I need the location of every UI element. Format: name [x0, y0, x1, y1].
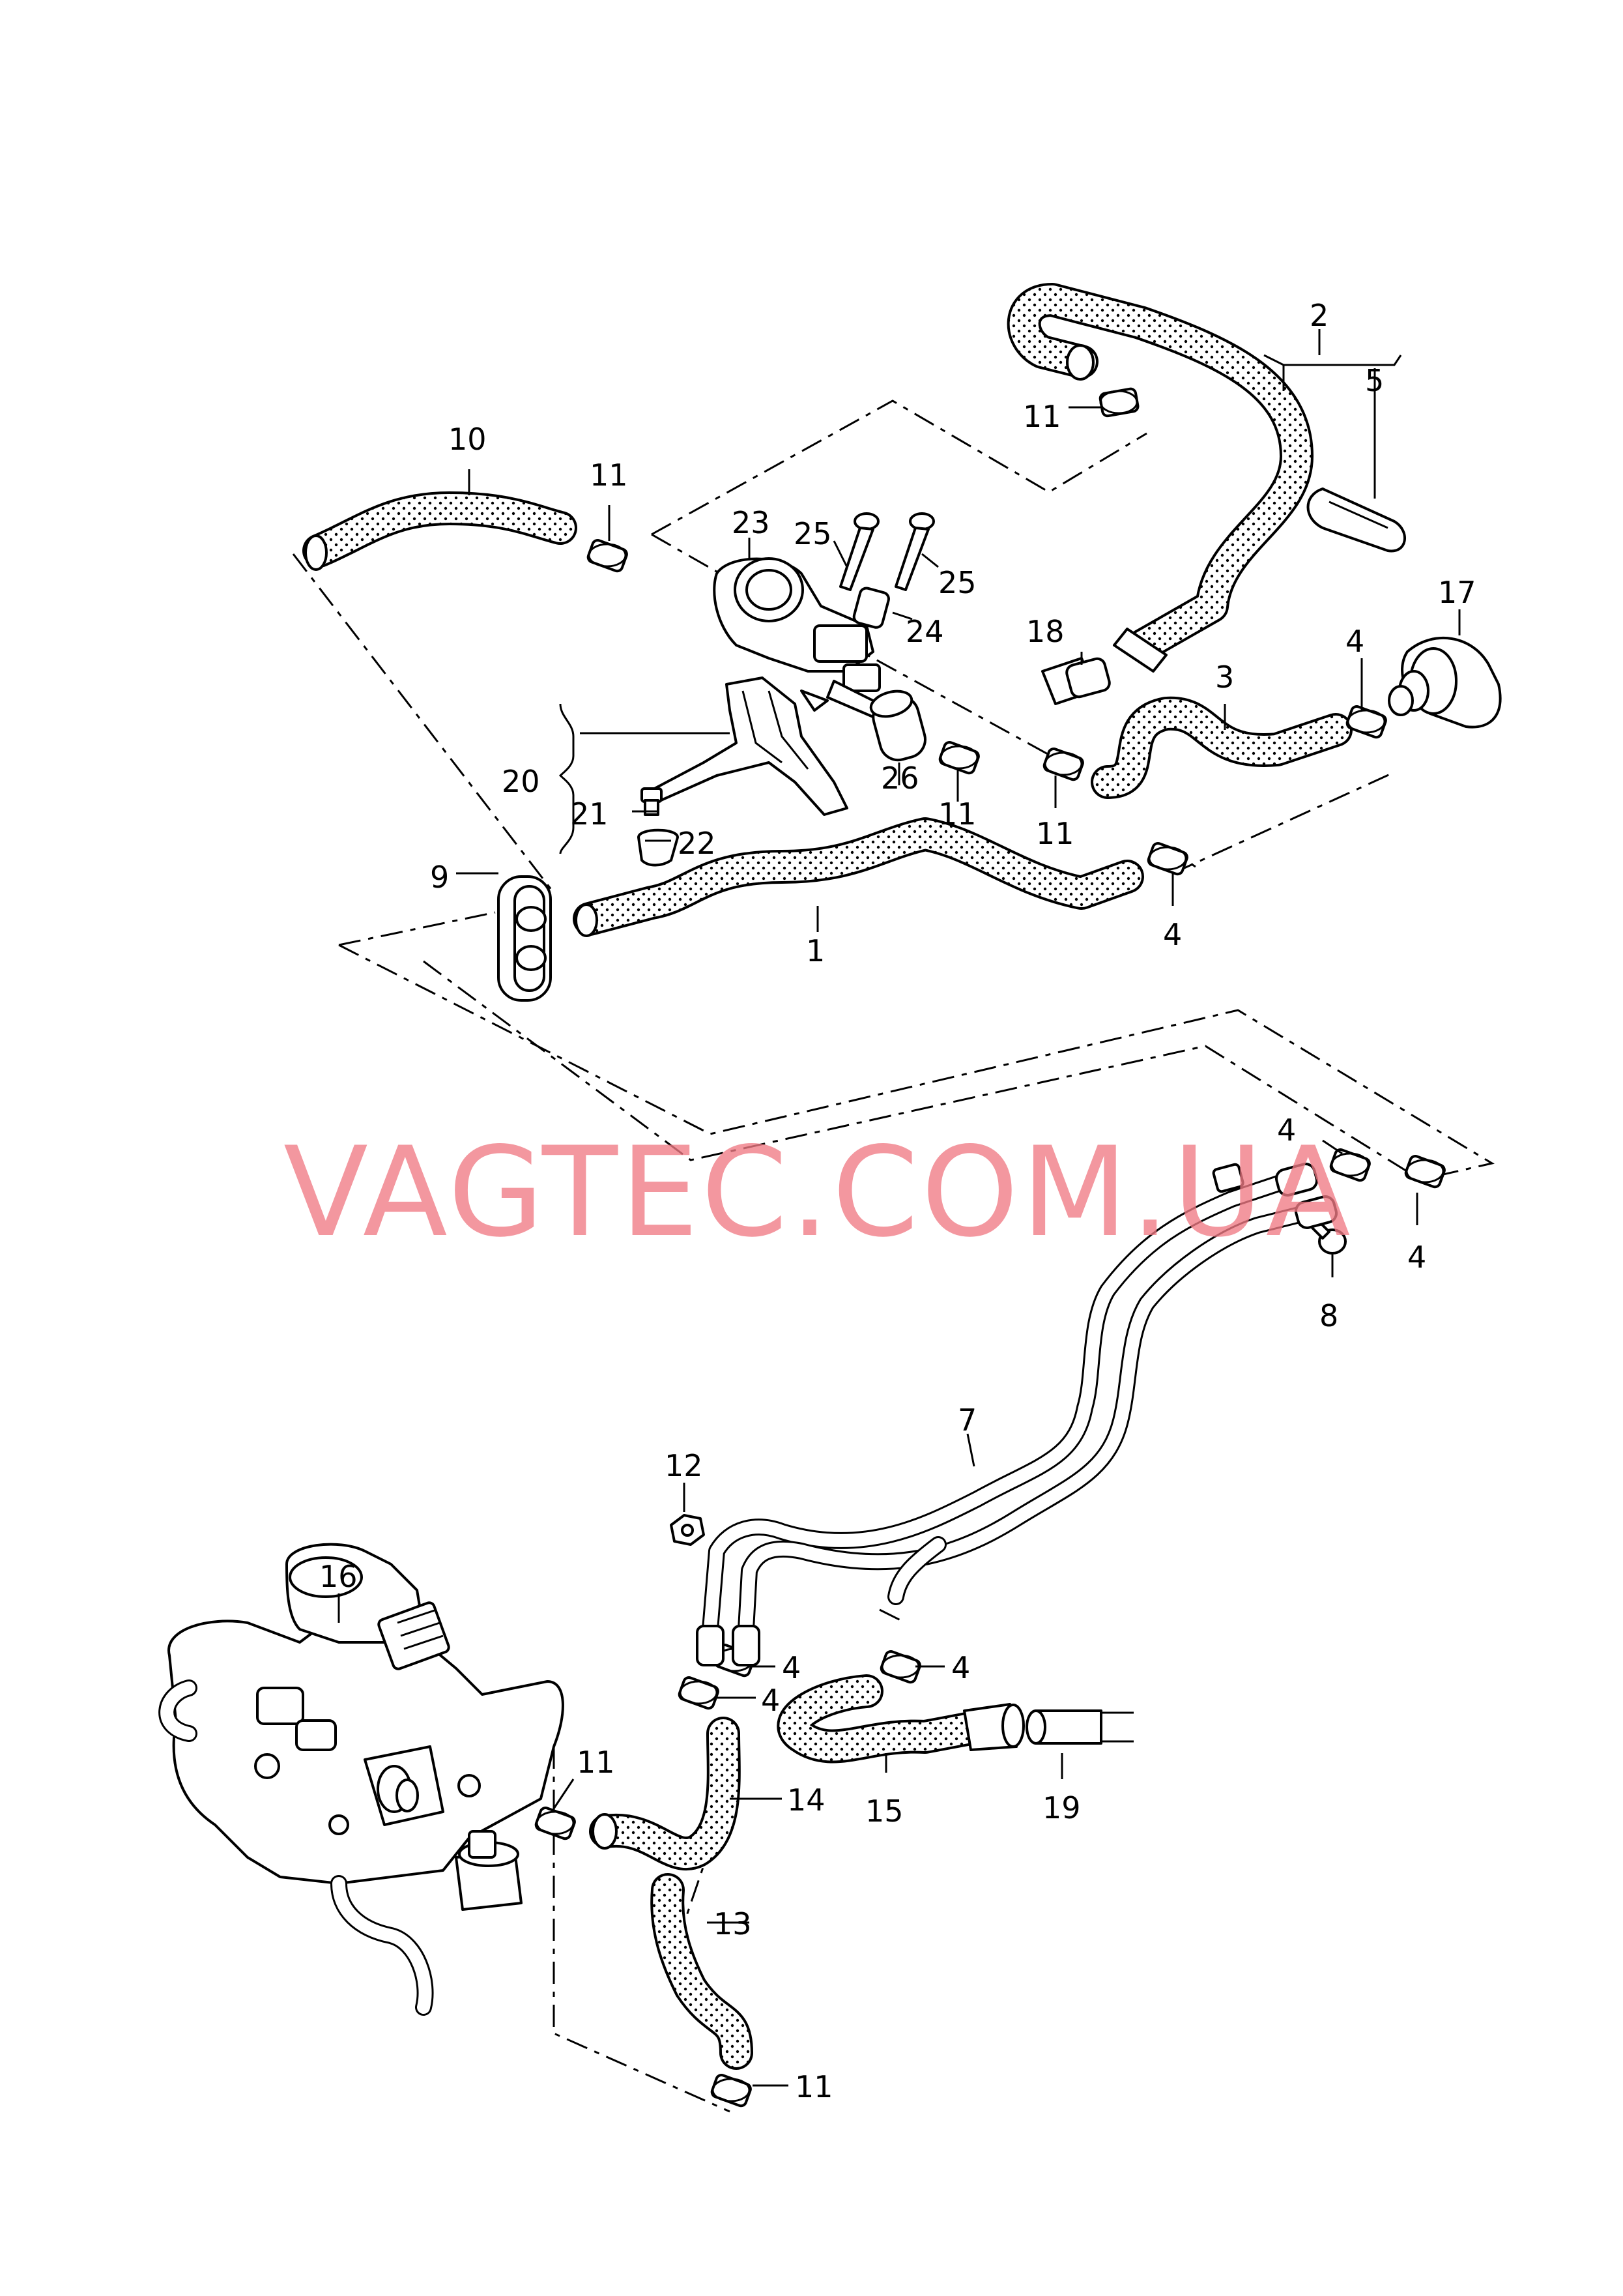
valve-assembly-16 [158, 1543, 564, 2016]
label-24: 24 [906, 614, 944, 649]
hose-15 [777, 1674, 1025, 1764]
label-23: 23 [732, 505, 770, 540]
coolant-pipe-7 [696, 1163, 1338, 1666]
grommet-9 [497, 875, 552, 1002]
label-4g: 4 [951, 1650, 970, 1685]
label-4a: 4 [1345, 624, 1364, 659]
label-12: 12 [665, 1448, 703, 1483]
clamp-4d [1404, 1155, 1446, 1189]
label-10: 10 [448, 422, 487, 457]
hose-2 [1007, 283, 1314, 673]
hose-10 [302, 491, 577, 571]
label-16: 16 [319, 1559, 358, 1594]
label-13: 13 [713, 1906, 752, 1941]
label-4e: 4 [782, 1650, 801, 1685]
grommet-17 [1388, 637, 1502, 729]
leader-lines [338, 329, 1461, 2087]
label-11a: 11 [1023, 399, 1061, 434]
label-4b: 4 [1163, 917, 1182, 952]
label-11f: 11 [795, 2069, 833, 2104]
label-17: 17 [1438, 575, 1476, 610]
label-14: 14 [787, 1782, 826, 1818]
clamp-11c [938, 741, 980, 775]
label-15: 15 [865, 1794, 904, 1829]
coolant-pump-23 [713, 557, 881, 718]
hose-14 [589, 1717, 741, 1870]
labels: 1 2 3 4 4 4 4 4 4 4 5 7 8 9 10 11 11 11 … [319, 298, 1476, 2104]
clamp-11b [586, 539, 628, 573]
sleeve-24 [852, 587, 890, 629]
label-11b: 11 [590, 458, 628, 493]
clamp-4f [678, 1676, 719, 1710]
label-4d: 4 [1407, 1240, 1426, 1275]
label-11c: 11 [938, 796, 977, 832]
hose-13 [650, 1873, 753, 2070]
label-11e: 11 [577, 1745, 615, 1780]
bolt-25b [895, 512, 935, 591]
clamp-4b [1147, 842, 1188, 876]
clamp-4g [880, 1650, 921, 1684]
label-4f: 4 [761, 1683, 780, 1718]
label-25a: 25 [794, 516, 832, 551]
brace-20 [558, 703, 575, 854]
label-1: 1 [806, 933, 825, 968]
hose-1 [573, 817, 1144, 937]
label-20: 20 [502, 764, 540, 799]
watermark: VAGTEC.COM.UA [283, 1120, 1353, 1264]
label-11d: 11 [1036, 816, 1074, 851]
nut-12 [670, 1514, 705, 1546]
label-8: 8 [1319, 1298, 1338, 1333]
label-19: 19 [1042, 1790, 1081, 1825]
clamp-4a [1345, 705, 1387, 739]
sleeve-26 [869, 690, 926, 762]
clamp-11e [534, 1807, 576, 1840]
connector-19 [1026, 1709, 1134, 1745]
label-2: 2 [1310, 298, 1329, 333]
cap-22 [637, 828, 679, 867]
label-3: 3 [1215, 660, 1234, 695]
label-22: 22 [678, 826, 716, 861]
clamp-11a [1099, 387, 1140, 418]
label-5: 5 [1365, 363, 1384, 398]
grommet-5 [1306, 487, 1406, 553]
label-18: 18 [1026, 614, 1065, 649]
label-4c: 4 [1277, 1112, 1296, 1148]
label-9: 9 [430, 860, 449, 895]
hose-3 [1091, 696, 1353, 799]
clamp-11f [710, 2074, 752, 2108]
label-21: 21 [570, 796, 609, 832]
clamp-11d [1042, 748, 1084, 781]
bolt-25a [839, 512, 880, 591]
clamp-4c [1329, 1148, 1371, 1182]
label-7: 7 [958, 1402, 977, 1438]
label-25b: 25 [938, 565, 977, 600]
label-26: 26 [881, 761, 919, 796]
connector-18 [1041, 657, 1111, 705]
bracket-20 [647, 676, 848, 816]
